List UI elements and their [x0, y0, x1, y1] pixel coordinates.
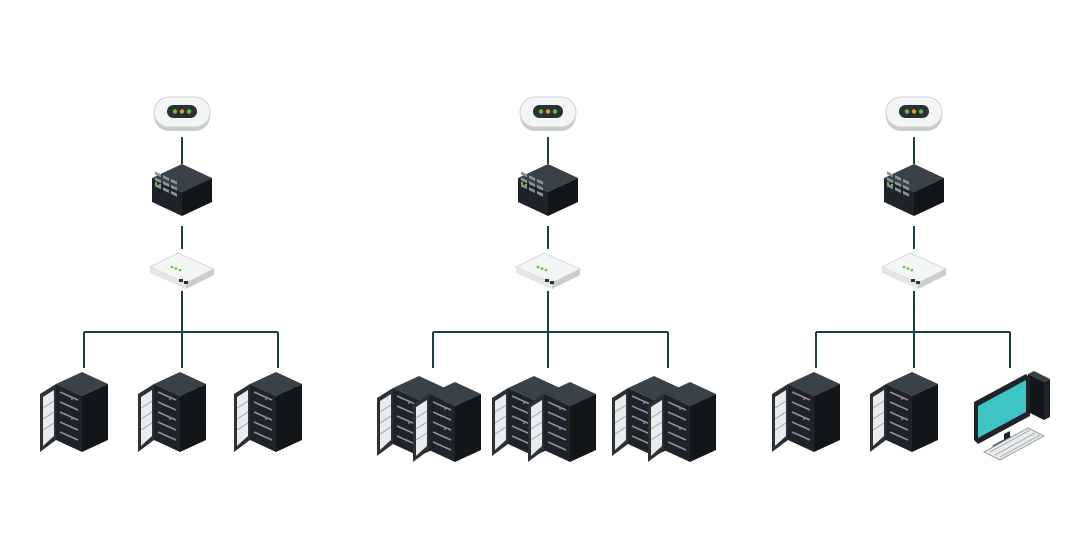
server-rack-icon[interactable]	[233, 371, 303, 453]
connection-lines	[83, 137, 1011, 368]
server-cluster-icon[interactable]	[376, 375, 482, 463]
modem-icon[interactable]	[885, 96, 943, 132]
router-icon[interactable]	[515, 252, 581, 290]
router-icon[interactable]	[881, 252, 947, 290]
server-rack-icon[interactable]	[137, 371, 207, 453]
desktop-computer-icon[interactable]	[974, 371, 1050, 461]
network-switch-icon[interactable]	[152, 164, 212, 216]
modem-icon[interactable]	[519, 96, 577, 132]
device-nodes	[39, 96, 1050, 463]
server-cluster-icon[interactable]	[491, 375, 597, 463]
server-rack-icon[interactable]	[771, 371, 841, 453]
modem-icon[interactable]	[153, 96, 211, 132]
server-rack-icon[interactable]	[869, 371, 939, 453]
router-icon[interactable]	[149, 252, 215, 290]
network-switch-icon[interactable]	[518, 164, 578, 216]
server-rack-icon[interactable]	[39, 371, 109, 453]
server-cluster-icon[interactable]	[611, 375, 717, 463]
network-switch-icon[interactable]	[884, 164, 944, 216]
